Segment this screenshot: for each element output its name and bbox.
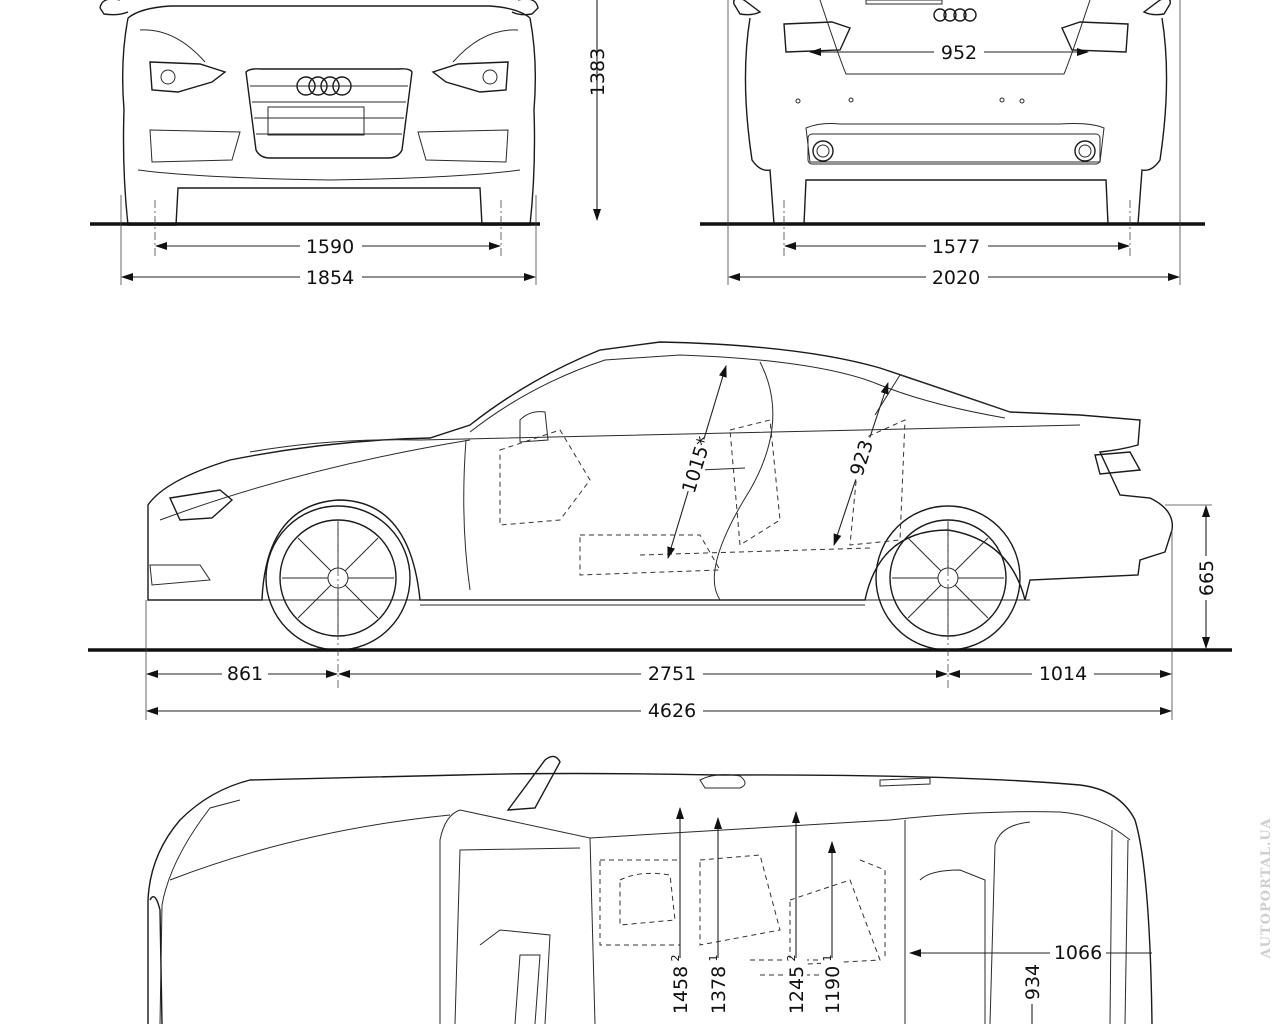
rear-view: 952 1577 2020 bbox=[700, 0, 1205, 289]
height-label: 1383 bbox=[587, 48, 609, 96]
rear-track-label: 1577 bbox=[932, 236, 980, 258]
front-overhang-label: 861 bbox=[227, 663, 263, 685]
side-car-outline bbox=[147, 341, 1174, 651]
audi-rings-front-icon bbox=[296, 76, 352, 96]
front-view: 1383 1590 1854 bbox=[90, 0, 609, 289]
front-car-outline bbox=[99, 0, 539, 226]
rear-elbow-footnote: 1 bbox=[821, 955, 834, 962]
rear-car-outline bbox=[733, 0, 1171, 225]
side-mirror bbox=[506, 755, 561, 811]
audi-rings-rear-icon bbox=[933, 8, 977, 22]
front-shoulder-footnote: 2 bbox=[669, 955, 682, 962]
top-view: 1458 2 1378 1 1245 2 1190 1 1066 934 bbox=[147, 755, 1153, 1024]
top-car-outline bbox=[147, 755, 1153, 1024]
rear-shoulder-label: 1245 bbox=[786, 966, 808, 1014]
overall-length-label: 4626 bbox=[648, 700, 696, 722]
trunk-width-label: 934 bbox=[1022, 964, 1044, 1000]
trunk-opening-label: 952 bbox=[941, 42, 977, 64]
wheelbase-label: 2751 bbox=[648, 663, 696, 685]
side-view: 1015* 923 665 861 2751 1014 4626 bbox=[88, 341, 1232, 722]
trunk-length-label: 1066 bbox=[1054, 942, 1102, 964]
rear-overhang-label: 1014 bbox=[1039, 663, 1087, 685]
watermark: AUTOPORTAL.UA bbox=[1259, 818, 1274, 960]
body-width-label: 1854 bbox=[306, 267, 354, 289]
front-track-label: 1590 bbox=[306, 236, 354, 258]
rear-shoulder-footnote: 2 bbox=[785, 955, 798, 962]
front-elbow-label: 1378 bbox=[708, 966, 730, 1014]
rear-elbow-label: 1190 bbox=[822, 966, 844, 1014]
front-elbow-footnote: 1 bbox=[707, 955, 720, 962]
front-shoulder-label: 1458 bbox=[670, 966, 692, 1014]
sill-height-label: 665 bbox=[1196, 560, 1218, 596]
mirror-width-label: 2020 bbox=[932, 267, 980, 289]
rear-headroom-label: 923 bbox=[846, 437, 878, 478]
